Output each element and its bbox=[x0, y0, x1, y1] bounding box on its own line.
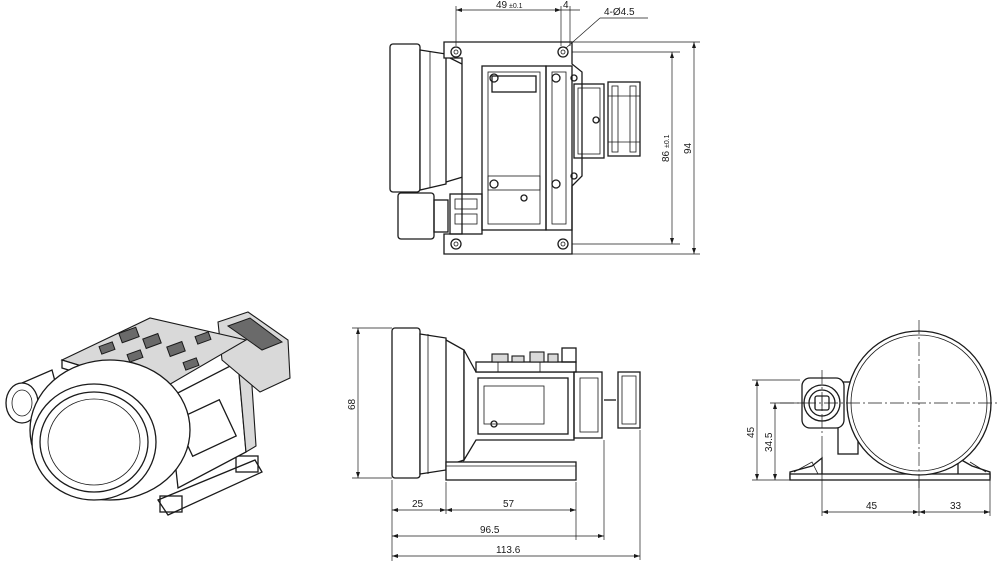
front-base bbox=[789, 473, 991, 481]
side-view: 68 25 57 96.5 113.6 bbox=[347, 327, 641, 561]
dim-front-45-h: 45 bbox=[866, 501, 878, 512]
top-view: 49 ±0.1 4 4-Ø4.5 86 ±0.1 94 bbox=[389, 0, 700, 255]
top-mount-plate bbox=[443, 41, 583, 255]
hole-bottom-right bbox=[557, 238, 569, 250]
hole-bottom-left bbox=[450, 238, 462, 250]
dim-top-49-tol: ±0.1 bbox=[509, 3, 523, 10]
top-lens-cone bbox=[419, 49, 447, 191]
dim-side-113-6: 113.6 bbox=[496, 545, 521, 556]
dim-side-96-5: 96.5 bbox=[480, 525, 500, 536]
dim-side-25: 25 bbox=[412, 499, 424, 510]
side-base bbox=[445, 461, 577, 481]
dim-side-68: 68 bbox=[347, 398, 358, 410]
dim-top-49: 49 bbox=[496, 0, 508, 11]
dim-front-33: 33 bbox=[950, 501, 962, 512]
dim-front-34-5: 34.5 bbox=[764, 432, 775, 452]
iso-lens-glass bbox=[39, 391, 149, 493]
side-rear-connector bbox=[617, 371, 641, 429]
hole-top-right bbox=[557, 46, 569, 58]
dim-holes: 4-Ø4.5 bbox=[604, 7, 635, 18]
dim-top-94: 94 bbox=[683, 142, 694, 154]
isometric-view bbox=[5, 311, 291, 516]
dim-side-57: 57 bbox=[503, 499, 515, 510]
dim-top-86: 86 bbox=[661, 150, 672, 162]
side-lens-front bbox=[391, 327, 421, 479]
dim-top-86-tol: ±0.1 bbox=[664, 134, 671, 148]
front-view: 45 34.5 45 33 bbox=[746, 320, 1000, 516]
hole-top-left bbox=[450, 46, 462, 58]
top-rear-connector bbox=[607, 81, 641, 157]
dim-front-45: 45 bbox=[746, 426, 757, 438]
dim-top-4: 4 bbox=[563, 0, 569, 11]
top-connector bbox=[397, 192, 435, 240]
top-lens-front bbox=[389, 43, 421, 193]
